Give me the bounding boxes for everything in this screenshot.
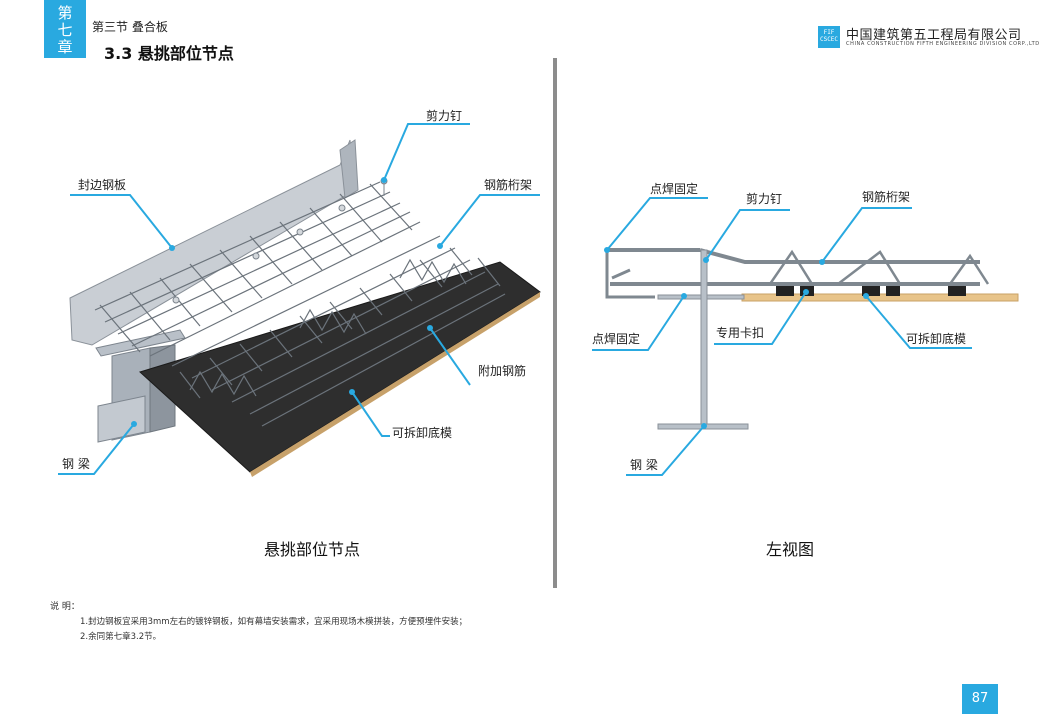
side-view-drawing	[592, 197, 1019, 476]
callout-spot-weld-top: 点焊固定	[650, 182, 699, 196]
company-name-en: CHINA CONSTRUCTION FIFTH ENGINEERING DIV…	[846, 41, 1040, 47]
callout-shear-stud-side: 剪力钉	[746, 192, 783, 206]
company-logo-icon: FIF CSCEC	[818, 26, 840, 48]
notes-title: 说 明：	[50, 602, 80, 612]
left-leader-dots	[131, 177, 443, 427]
callout-extra-rebar: 附加钢筋	[478, 364, 527, 378]
callout-edge-plate: 封边钢板	[78, 178, 127, 192]
callout-truss: 钢筋桁架	[484, 178, 533, 192]
callout-truss-side: 钢筋桁架	[862, 190, 911, 204]
chapter-char: 七	[57, 21, 73, 39]
callout-clip: 专用卡扣	[716, 326, 765, 340]
callout-formwork: 可拆卸底模	[392, 426, 453, 440]
note-line: 1.封边钢板宜采用3mm左右的镀锌钢板，如有幕墙安装需求，宜采用现场木模拼装，方…	[80, 617, 468, 627]
note-line: 2.余同第七章3.2节。	[80, 632, 162, 642]
edge-plate-illustration	[69, 139, 359, 346]
right-leader-lines	[592, 197, 972, 476]
chapter-char: 第	[57, 4, 73, 22]
callout-formwork-side: 可拆卸底模	[906, 332, 967, 346]
callout-beam: 钢 梁	[62, 457, 90, 471]
right-figure-caption: 左视图	[766, 540, 815, 559]
rebar-mesh-illustration	[94, 181, 506, 427]
left-figure-caption: 悬挑部位节点	[264, 540, 361, 559]
callout-beam-side: 钢 梁	[630, 458, 658, 472]
isometric-node-drawing	[58, 123, 541, 477]
chapter-char: 章	[57, 38, 73, 56]
page-number: 87	[962, 684, 998, 714]
shear-stud-illustration	[172, 177, 388, 304]
section-label: 第三节 叠合板	[92, 20, 168, 34]
subsection-title: 3.3 悬挑部位节点	[104, 44, 234, 63]
vertical-divider	[553, 58, 557, 588]
left-leader-lines	[58, 123, 540, 475]
truss-illustration	[768, 249, 990, 286]
company-name-cn: 中国建筑第五工程局有限公司	[846, 28, 1022, 43]
chapter-tab: 第 七 章	[44, 0, 86, 58]
callout-shear-stud: 剪力钉	[426, 109, 463, 123]
callout-spot-weld-bottom: 点焊固定	[592, 332, 641, 346]
right-leader-dots	[604, 247, 869, 429]
